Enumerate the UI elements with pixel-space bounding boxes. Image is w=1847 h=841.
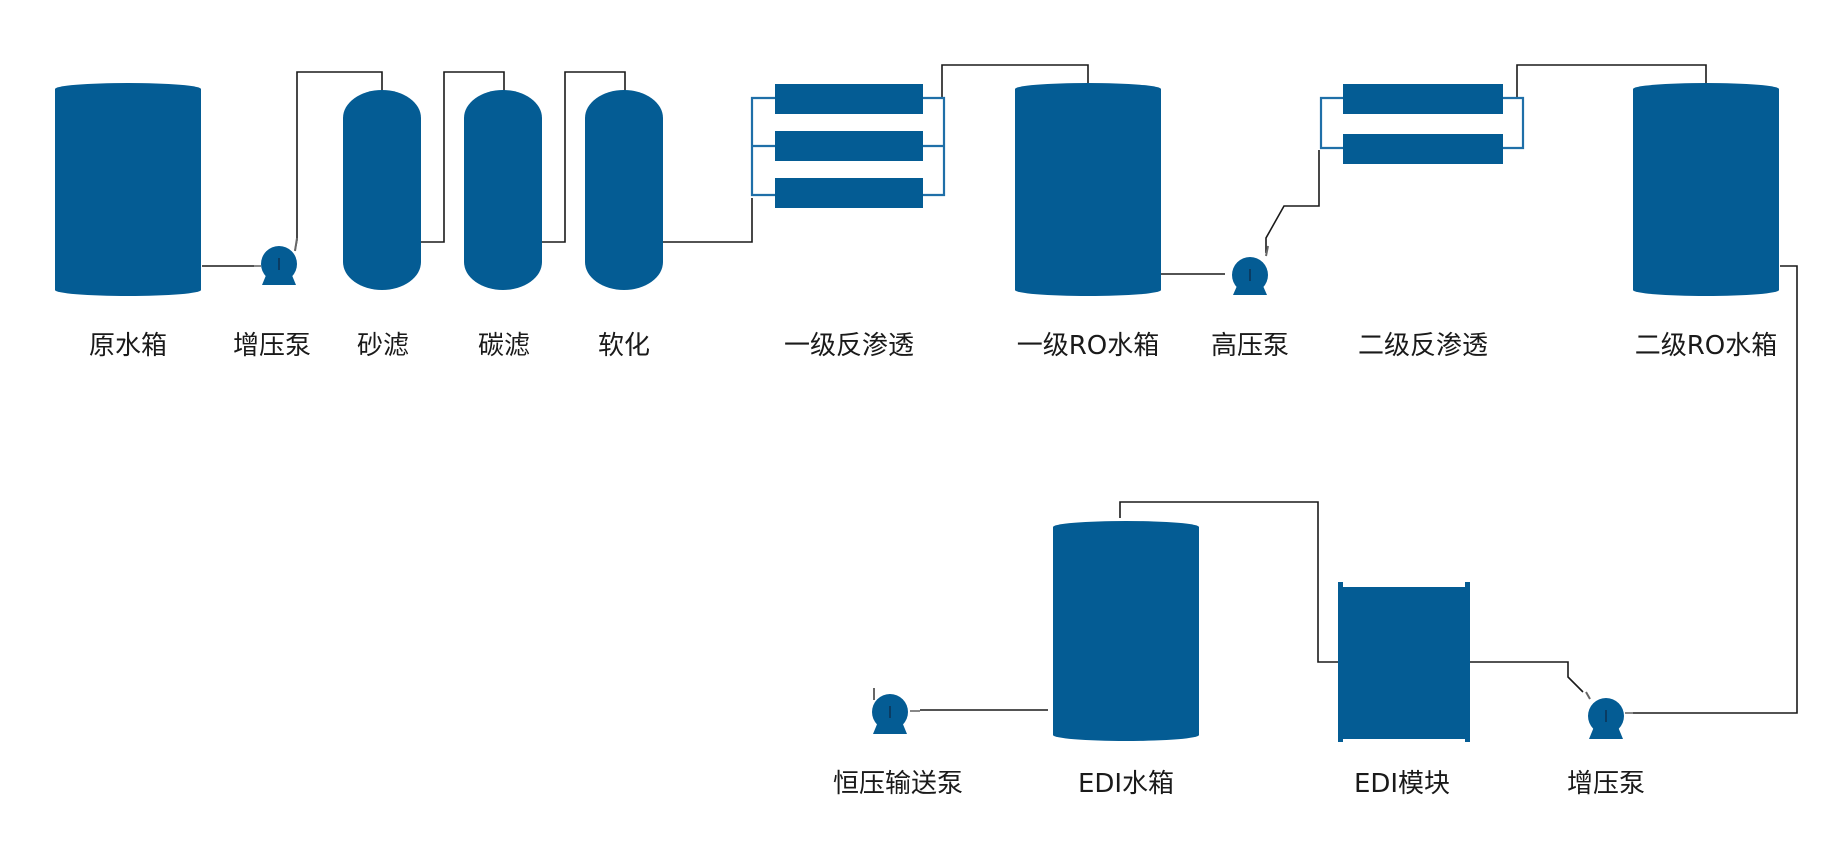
label-ro2-tank: 二级RO水箱 bbox=[1635, 331, 1778, 361]
pipe-hp-pump-to-ro2 bbox=[1265, 150, 1320, 253]
ro2-water-tank bbox=[1633, 83, 1779, 296]
pipe-ro2-to-ro2-tank bbox=[1516, 64, 1707, 98]
label-booster-pump-2: 增压泵 bbox=[1567, 769, 1645, 799]
label-ro1: 一级反渗透 bbox=[784, 331, 914, 361]
softener-vessel bbox=[585, 90, 663, 290]
raw-water-tank bbox=[55, 83, 201, 296]
label-const-pump: 恒压输送泵 bbox=[833, 769, 963, 799]
label-carbon-filter: 碳滤 bbox=[478, 331, 530, 361]
label-booster-pump-1: 增压泵 bbox=[233, 331, 311, 361]
pipe-carbon-filter-to-softener bbox=[541, 71, 626, 243]
booster-pump-2-icon bbox=[1585, 691, 1633, 739]
ro1-water-tank bbox=[1015, 83, 1161, 296]
label-sand-filter: 砂滤 bbox=[357, 331, 409, 361]
pipe-sand-to-carbon-filter bbox=[420, 71, 505, 243]
label-raw-tank: 原水箱 bbox=[89, 331, 167, 361]
label-softener: 软化 bbox=[598, 331, 650, 361]
label-edi-module: EDI模块 bbox=[1354, 769, 1450, 799]
carbon-filter-vessel bbox=[464, 90, 542, 290]
ro2-membrane-rack bbox=[1319, 84, 1525, 164]
edi-module-stack bbox=[1338, 582, 1470, 742]
edi-water-tank bbox=[1053, 521, 1199, 741]
label-edi-tank: EDI水箱 bbox=[1078, 769, 1174, 799]
pipe-softener-to-ro1 bbox=[662, 198, 753, 243]
high-pressure-pump-icon bbox=[1232, 245, 1269, 295]
pipes bbox=[202, 64, 1798, 714]
pipe-ro1-to-ro1-tank bbox=[941, 64, 1089, 98]
booster-pump-1-icon bbox=[254, 237, 298, 285]
label-ro1-tank: 一级RO水箱 bbox=[1017, 331, 1160, 361]
label-hp-pump: 高压泵 bbox=[1211, 331, 1289, 361]
pipe-ro2-tank-to-booster-pump bbox=[1630, 265, 1798, 714]
pipe-booster-pump-to-edi-module bbox=[1468, 661, 1584, 693]
sand-filter-vessel bbox=[343, 90, 421, 290]
pipe-edi-module-to-edi-tank bbox=[1119, 501, 1338, 663]
constant-pressure-pump-icon bbox=[872, 688, 920, 734]
label-ro2: 二级反渗透 bbox=[1358, 331, 1488, 361]
equipment-labels: 原水箱 增压泵 砂滤 碳滤 软化 一级反渗透 一级RO水箱 高压泵 二级反渗透 … bbox=[89, 331, 1777, 799]
ro1-membrane-rack bbox=[750, 84, 946, 208]
